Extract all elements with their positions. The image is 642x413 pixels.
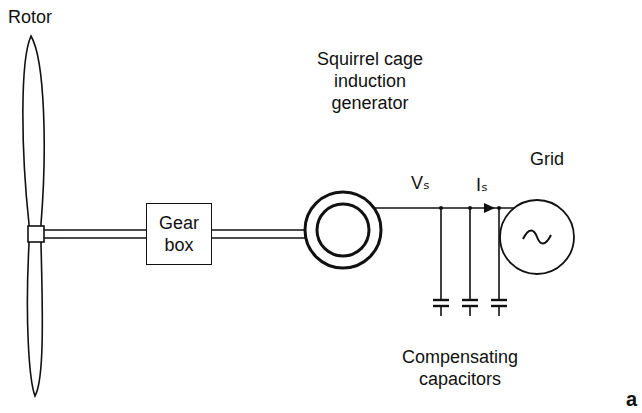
shaft-stub	[44, 230, 66, 238]
figure-letter: a	[626, 388, 637, 410]
capacitor-label: Compensating capacitors	[386, 346, 534, 390]
shaft-body	[66, 231, 146, 237]
node-label: Gear box	[151, 212, 207, 256]
capacitor-bank	[433, 208, 507, 316]
ac-symbol	[523, 231, 551, 244]
line-path	[374, 207, 514, 209]
grid-source: Grid	[495, 145, 585, 285]
voltage-symbol: Vₛ	[411, 172, 430, 194]
power-line	[374, 208, 514, 209]
blade-outline	[23, 36, 44, 396]
generator-symbol: Squirrel cage induction generator	[300, 45, 440, 275]
node-label: Squirrel cage induction generator	[305, 48, 435, 114]
current-symbol: Iₛ	[476, 174, 488, 196]
shaft-outline	[212, 229, 305, 239]
drive-shaft	[66, 234, 146, 235]
blade-drawing	[6, 4, 66, 404]
rotor-hub	[28, 226, 44, 242]
grid-circle	[497, 197, 577, 277]
node-label: Rotor	[8, 6, 52, 28]
node-label: Grid	[530, 148, 564, 170]
shaft-body	[212, 231, 305, 237]
gearbox-box: Gear box	[146, 203, 212, 265]
rotor-blade: Rotor	[6, 4, 66, 404]
generator-circle	[302, 189, 384, 271]
drive-shaft	[212, 234, 305, 235]
shaft-outline	[66, 229, 146, 239]
